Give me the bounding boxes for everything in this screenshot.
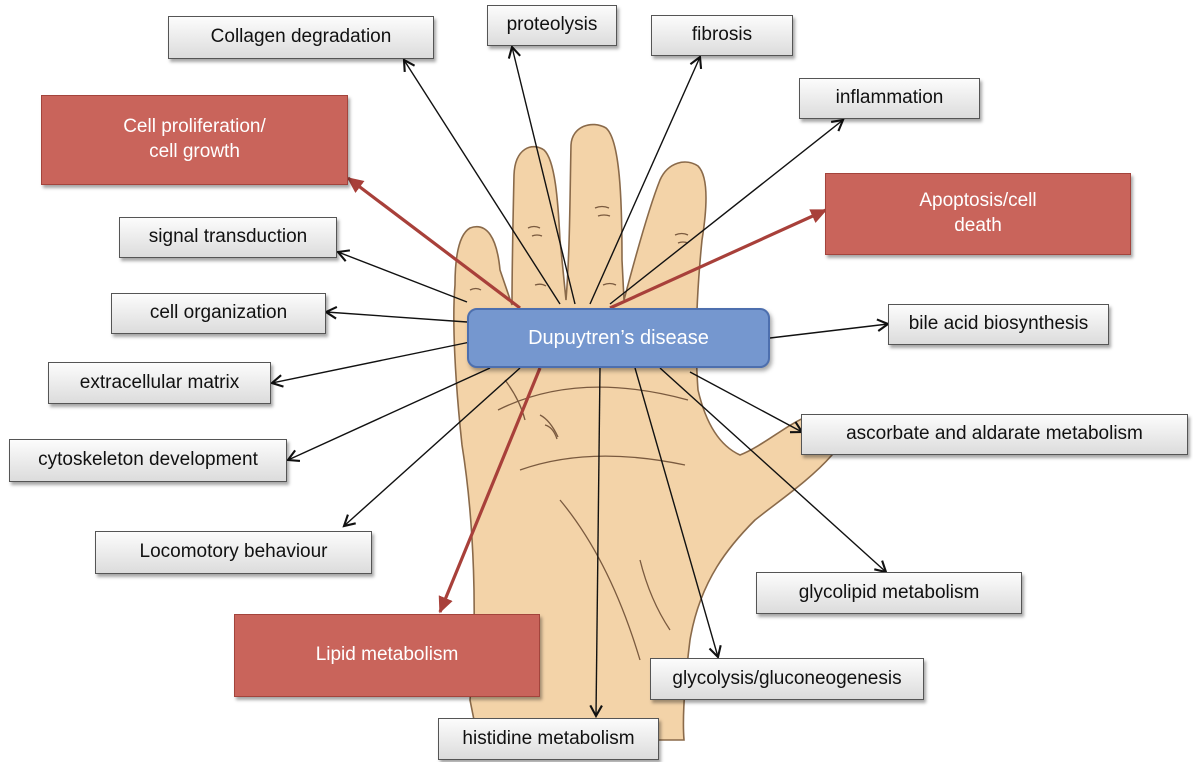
arrow-to-extracellular-matrix bbox=[272, 340, 480, 383]
arrow-to-inflammation bbox=[610, 120, 843, 304]
node-cell-proliferation: Cell proliferation/ cell growth bbox=[41, 95, 348, 185]
node-extracellular-matrix: extracellular matrix bbox=[48, 362, 271, 404]
arrow-to-bile-acid bbox=[770, 324, 888, 338]
node-fibrosis: fibrosis bbox=[651, 15, 793, 56]
node-proteolysis: proteolysis bbox=[487, 5, 617, 46]
node-inflammation: inflammation bbox=[799, 78, 980, 119]
node-glycolysis: glycolysis/gluconeogenesis bbox=[650, 658, 924, 700]
node-locomotory-behaviour: Locomotory behaviour bbox=[95, 531, 372, 574]
node-lipid-metabolism: Lipid metabolism bbox=[234, 614, 540, 697]
node-bile-acid-biosynthesis: bile acid biosynthesis bbox=[888, 304, 1109, 345]
node-ascorbate-aldarate: ascorbate and aldarate metabolism bbox=[801, 414, 1188, 455]
arrow-to-cell-organization bbox=[326, 312, 467, 322]
node-histidine-metabolism: histidine metabolism bbox=[438, 718, 659, 760]
node-glycolipid-metabolism: glycolipid metabolism bbox=[756, 572, 1022, 614]
node-apoptosis: Apoptosis/cell death bbox=[825, 173, 1131, 255]
node-signal-transduction: signal transduction bbox=[119, 217, 337, 258]
arrow-to-signal-transduction bbox=[338, 252, 467, 302]
node-collagen-degradation: Collagen degradation bbox=[168, 16, 434, 59]
node-cytoskeleton-development: cytoskeleton development bbox=[9, 439, 287, 482]
node-cell-organization: cell organization bbox=[111, 293, 326, 334]
center-node-dupuytrens-disease: Dupuytren’s disease bbox=[467, 308, 770, 368]
